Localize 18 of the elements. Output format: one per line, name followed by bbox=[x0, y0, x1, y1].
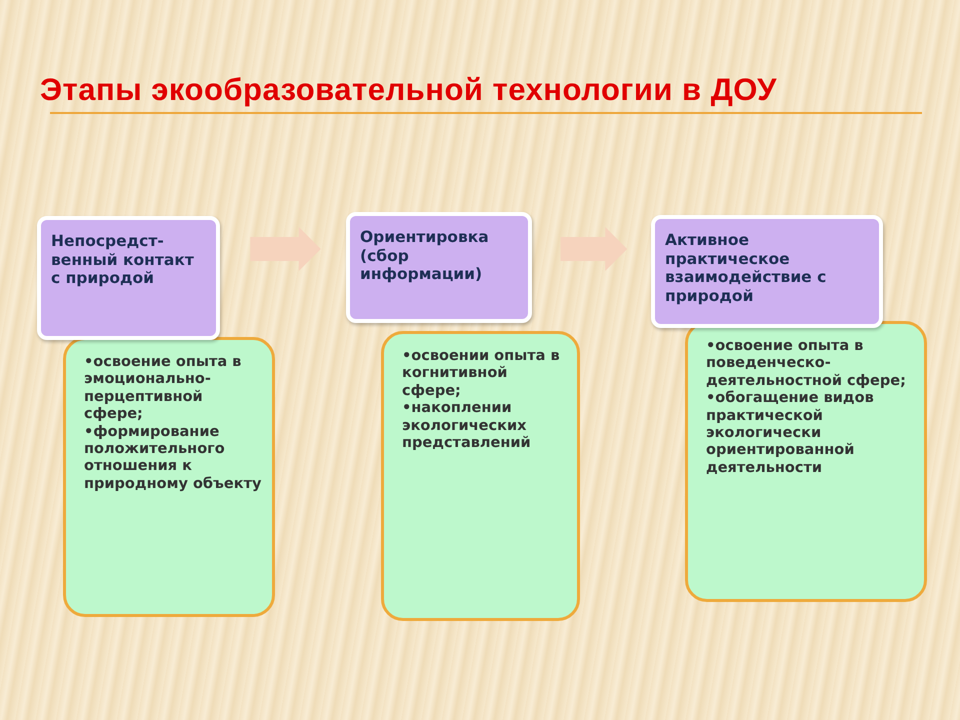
slide-title: Этапы экообразовательной технологии в ДОУ bbox=[40, 72, 777, 108]
description-box bbox=[63, 337, 275, 617]
block-arrow bbox=[560, 227, 628, 271]
bullet-text: •обогащение видов практической экологически ориентированной деятельности bbox=[706, 390, 875, 478]
block-arrow bbox=[250, 227, 321, 271]
description-box bbox=[685, 321, 927, 602]
stage-box bbox=[346, 212, 532, 323]
bullet-text: •формирование положительного отношения к природному объекту bbox=[84, 424, 262, 494]
stage-title: Непосредст-венный контакт с природой bbox=[51, 232, 195, 288]
bullet-text: •освоении опыта в когнитивной сфере; bbox=[402, 348, 561, 400]
bullet-text: •накоплении экологических представлений bbox=[402, 400, 532, 452]
description-box bbox=[381, 331, 580, 621]
bullet-text: •освоение опыта в поведенческо-деятельностной сфере; bbox=[706, 338, 907, 390]
stage-box bbox=[37, 216, 220, 340]
stage-title: Активное практическое взаимодействие с природой bbox=[665, 231, 828, 306]
stage-box bbox=[651, 215, 883, 328]
bullet-text: •освоение опыта в эмоционально-перцептивной сфере; bbox=[84, 354, 242, 424]
stage-title: Ориентировка (сбор информации) bbox=[360, 228, 490, 284]
